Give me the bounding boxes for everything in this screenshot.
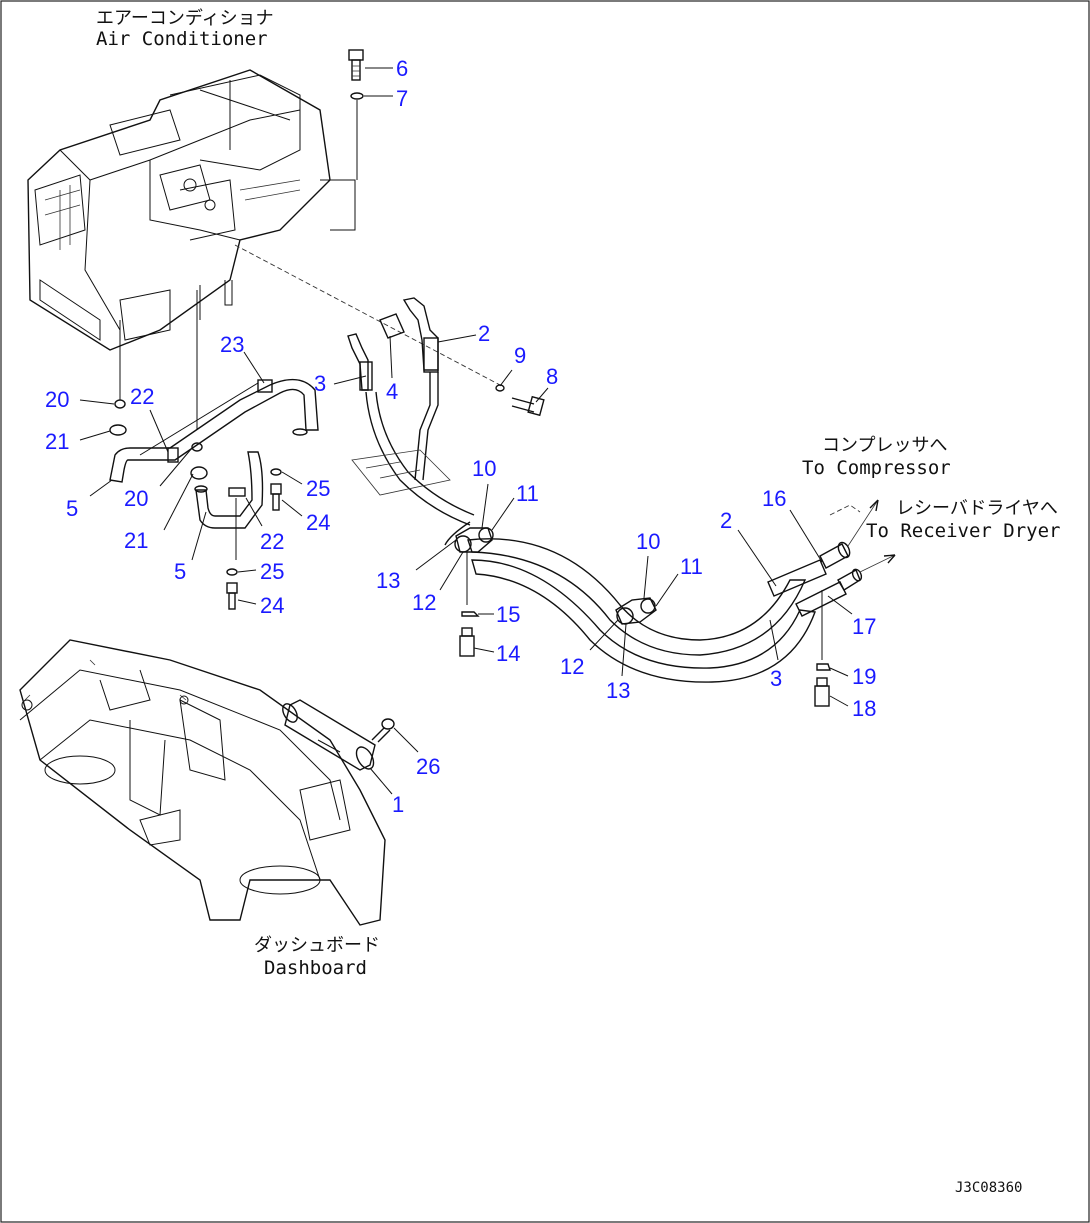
- drawing-code: J3C08360: [955, 1180, 1022, 1196]
- callout-4: 4: [386, 379, 398, 404]
- clamp-20-lower: [191, 442, 203, 452]
- callout-9: 9: [514, 343, 526, 368]
- callout-25-lower: 25: [260, 559, 284, 584]
- callout-5-upper: 5: [66, 496, 78, 521]
- air-conditioner-unit: [27, 69, 356, 351]
- washer-15: [461, 611, 480, 617]
- callout-12-right: 12: [560, 654, 584, 679]
- screw-26: [371, 718, 395, 743]
- dashed-axis-bolt: [234, 244, 501, 386]
- callout-14: 14: [496, 641, 520, 666]
- arrow-to-receiver-line: [859, 554, 896, 573]
- arrow-to-compressor-head: [869, 499, 879, 512]
- caption-air-conditioner-jp: エアーコンディショナ: [96, 8, 274, 29]
- callout-3-upper: 3: [314, 371, 326, 396]
- callout-20-lower: 20: [124, 486, 148, 511]
- callout-13-left: 13: [376, 568, 400, 593]
- callout-1: 1: [392, 792, 404, 817]
- caption-compressor-en: To Compressor: [802, 457, 951, 479]
- callout-10-right: 10: [636, 529, 660, 554]
- bolt-24-lower: [226, 582, 238, 610]
- callout-6: 6: [396, 56, 408, 81]
- callout-20-upper: 20: [45, 387, 69, 412]
- callout-24-lower: 24: [260, 593, 284, 618]
- callout-25-upper: 25: [306, 476, 330, 501]
- mounting-plate-detail: [365, 461, 421, 479]
- callout-7: 7: [396, 86, 408, 111]
- callout-5-lower: 5: [174, 559, 186, 584]
- fitting-2-right: [767, 541, 851, 597]
- callout-15: 15: [496, 602, 520, 627]
- dashboard: [19, 639, 386, 926]
- caption-receiver-en: To Receiver Dryer: [866, 520, 1060, 542]
- caption-dashboard-jp: ダッシュボード: [254, 935, 380, 956]
- hose-2-upper: [414, 372, 431, 481]
- caption-dashboard-en: Dashboard: [264, 957, 367, 979]
- fitting-3-right: [795, 568, 863, 617]
- callout-18: 18: [852, 696, 876, 721]
- callout-23: 23: [220, 332, 244, 357]
- hose-3-upper-inner: [375, 391, 475, 516]
- washer-25-upper: [270, 468, 282, 476]
- callout-19: 19: [852, 664, 876, 689]
- part-1-unit: [282, 699, 376, 771]
- hose-connectors-upper: [347, 297, 439, 391]
- callout-12-left: 12: [412, 590, 436, 615]
- hose-3-upper: [365, 391, 471, 526]
- hose-3-main: [467, 538, 807, 656]
- callout-13-right: 13: [606, 678, 630, 703]
- callout-17: 17: [852, 614, 876, 639]
- caption-compressor-jp: コンプレッサへ: [822, 435, 947, 456]
- callout-8: 8: [546, 364, 558, 389]
- callout-11-left: 11: [516, 481, 539, 506]
- callout-3-right: 3: [770, 666, 782, 691]
- collar-21-lower: [190, 466, 208, 480]
- hose-upper-join: [444, 521, 471, 546]
- mounting-plate: [351, 449, 451, 496]
- callout-11-right: 11: [680, 554, 703, 579]
- callout-labels: 6 7 2 9 8 3 4 23 20 22 21 5 20 21 5 22 2…: [45, 56, 876, 817]
- clamp-group-2: [615, 597, 657, 625]
- washer-19: [816, 663, 831, 671]
- clamp-20-upper: [114, 399, 126, 409]
- callout-16: 16: [762, 486, 786, 511]
- callout-24-upper: 24: [306, 510, 330, 535]
- callout-leaders: [79, 67, 853, 795]
- caption-air-conditioner-en: Air Conditioner: [96, 28, 268, 50]
- arrow-to-receiver-head: [883, 554, 896, 564]
- caption-receiver-jp: レシーバドライヤへ: [896, 498, 1058, 519]
- bolt-18: [814, 677, 830, 707]
- bolt-14: [459, 627, 475, 657]
- drain-hose-lower: [194, 451, 264, 529]
- callout-26: 26: [416, 754, 440, 779]
- bolt-6: [348, 49, 364, 81]
- hose-2-main: [471, 559, 816, 683]
- washer-7: [350, 92, 364, 100]
- bolt-8: [511, 395, 545, 417]
- washer-9: [495, 384, 505, 392]
- drain-hose-upper: [109, 378, 319, 483]
- collar-21-upper: [109, 424, 127, 436]
- callout-21-lower: 21: [124, 528, 148, 553]
- callout-10-left: 10: [472, 456, 496, 481]
- callout-2-right: 2: [720, 508, 732, 533]
- callout-22-upper: 22: [130, 384, 154, 409]
- bolt-24-upper: [270, 483, 282, 511]
- arrow-to-compressor-line: [847, 499, 879, 547]
- washer-25-lower: [226, 568, 238, 576]
- callout-22-lower: 22: [260, 529, 284, 554]
- callout-21-upper: 21: [45, 429, 69, 454]
- callout-2-upper: 2: [478, 321, 490, 346]
